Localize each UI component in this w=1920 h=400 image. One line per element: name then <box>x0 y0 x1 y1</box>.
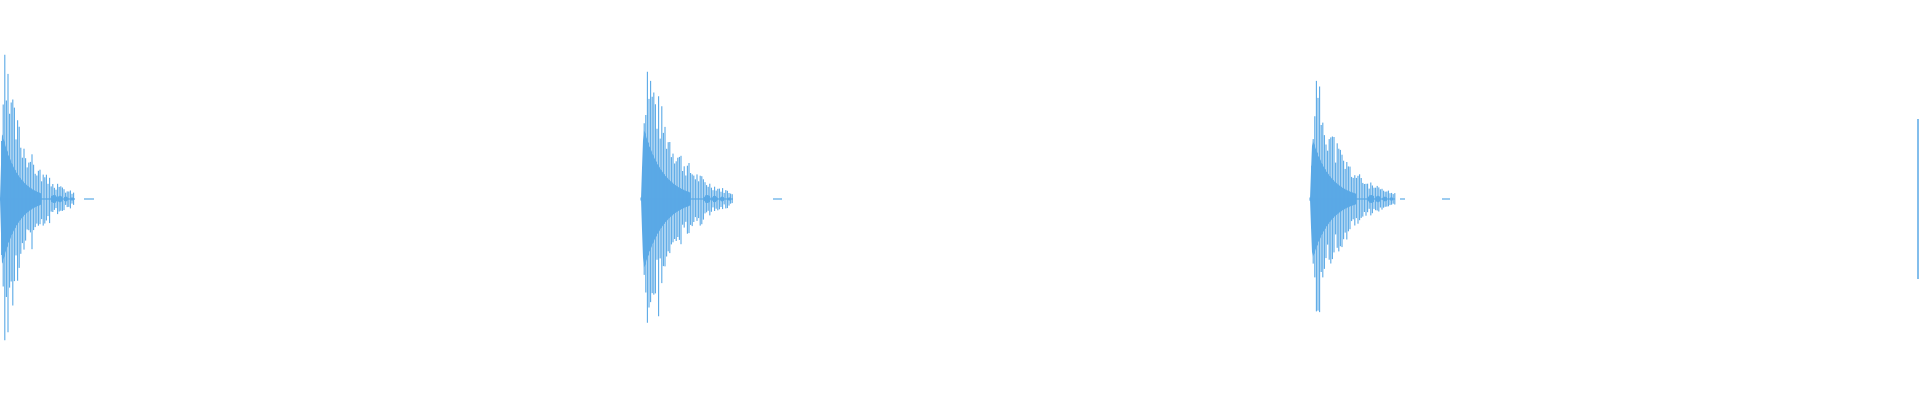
waveform-burst <box>1309 80 1450 313</box>
waveform-burst <box>640 71 782 323</box>
waveform-burst <box>0 54 94 341</box>
waveform-bursts <box>0 54 1919 341</box>
